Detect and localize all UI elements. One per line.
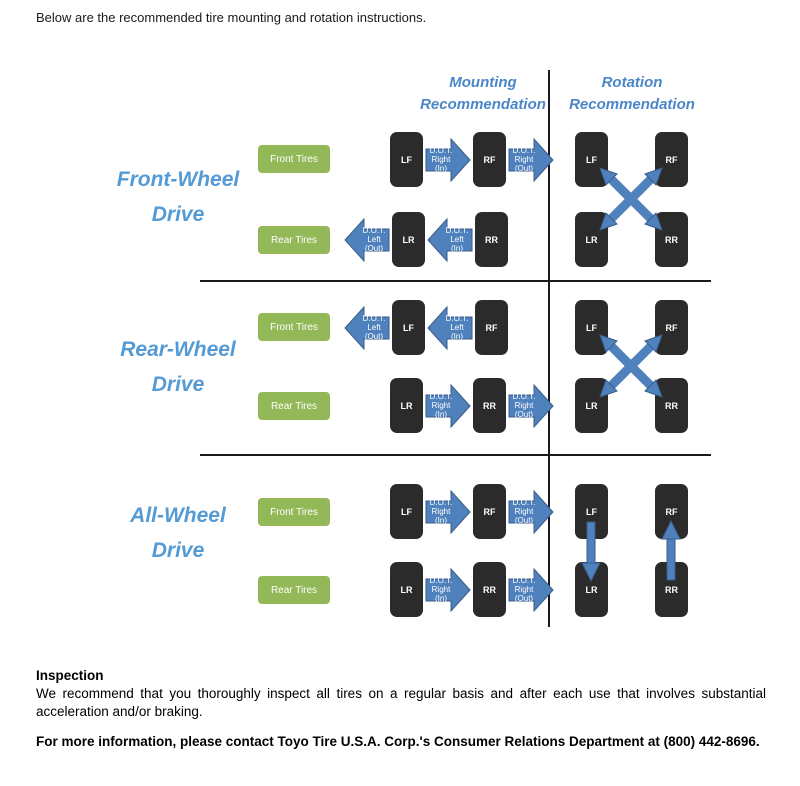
- rear-tires-badge: Rear Tires: [258, 226, 330, 254]
- mounting-header-line2: Recommendation: [420, 96, 546, 113]
- tire-rf: RF: [475, 300, 508, 355]
- section-label-line1: All-Wheel: [130, 504, 226, 527]
- section-label-all-wheel-drive: All-Wheel Drive: [98, 498, 258, 568]
- dot-arrow-left-icon: D.O.T.Left(Out): [344, 217, 390, 262]
- dot-arrow-right-icon: D.O.T.Right(Out): [508, 383, 554, 428]
- section-label-rear-wheel-drive: Rear-Wheel Drive: [98, 332, 258, 402]
- rotation-down-arrow-icon: [581, 521, 601, 582]
- rotation-cross-icon: [599, 334, 663, 398]
- inspection-heading: Inspection: [36, 668, 104, 683]
- dot-arrow-left-icon: D.O.T.Left(Out): [344, 305, 390, 350]
- intro-text: Below are the recommended tire mounting …: [36, 10, 427, 25]
- dot-arrow-label: D.O.T.Right(Out): [512, 498, 536, 525]
- dot-arrow-label: D.O.T.Right(In): [429, 392, 453, 419]
- tire-lf: LF: [392, 300, 425, 355]
- dot-arrow-label: D.O.T.Right(In): [429, 498, 453, 525]
- tire-lr: LR: [575, 378, 608, 433]
- dot-arrow-left-icon: D.O.T.Left(In): [427, 217, 473, 262]
- dot-arrow-label: D.O.T.Right(In): [429, 146, 453, 173]
- mounting-row-rwd-front: D.O.T.Left(Out)LF D.O.T.Left(In)RF: [344, 300, 508, 355]
- tire-lf: LF: [575, 132, 608, 187]
- section-label-line2: Drive: [151, 203, 205, 226]
- dot-arrow-right-icon: D.O.T.Right(In): [425, 383, 471, 428]
- dot-arrow-left-icon: D.O.T.Left(In): [427, 305, 473, 350]
- column-divider: [548, 70, 550, 627]
- tire-lf: LF: [390, 484, 423, 539]
- tire-lr: LR: [392, 212, 425, 267]
- dot-arrow-right-icon: D.O.T.Right(Out): [508, 137, 554, 182]
- section-label-line2: Drive: [151, 539, 205, 562]
- tire-lf: LF: [390, 132, 423, 187]
- rear-tires-badge: Rear Tires: [258, 576, 330, 604]
- tire-rf: RF: [655, 132, 688, 187]
- rear-tires-badge: Rear Tires: [258, 392, 330, 420]
- mounting-header-line1: Mounting: [449, 74, 517, 91]
- rotation-header-line1: Rotation: [601, 74, 663, 91]
- dot-arrow-right-icon: D.O.T.Right(Out): [508, 567, 554, 612]
- tire-lf: LF: [575, 300, 608, 355]
- row-divider-1: [200, 280, 711, 282]
- tire-lr: LR: [390, 378, 423, 433]
- dot-arrow-label: D.O.T.Right(In): [429, 576, 453, 603]
- rotation-up-arrow-icon: [661, 520, 681, 581]
- front-tires-badge: Front Tires: [258, 313, 330, 341]
- mounting-row-fwd-rear: D.O.T.Left(Out)LR D.O.T.Left(In)RR: [344, 212, 508, 267]
- tire-rr: RR: [473, 378, 506, 433]
- rotation-cross-icon: [599, 167, 663, 231]
- rotation-column-header: Rotation Recommendation: [558, 72, 706, 116]
- section-label-front-wheel-drive: Front-Wheel Drive: [98, 162, 258, 232]
- front-tires-badge: Front Tires: [258, 145, 330, 173]
- dot-arrow-label: D.O.T.Left(Out): [362, 226, 386, 253]
- section-label-line1: Front-Wheel: [116, 168, 240, 191]
- tire-rr: RR: [473, 562, 506, 617]
- dot-arrow-label: D.O.T.Left(In): [445, 314, 469, 341]
- tire-rf: RF: [655, 300, 688, 355]
- tire-rr: RR: [655, 378, 688, 433]
- dot-arrow-label: D.O.T.Right(Out): [512, 576, 536, 603]
- dot-arrow-right-icon: D.O.T.Right(In): [425, 137, 471, 182]
- row-divider-2: [200, 454, 711, 456]
- tire-rr: RR: [475, 212, 508, 267]
- contact-text: For more information, please contact Toy…: [36, 734, 760, 749]
- tire-lr: LR: [390, 562, 423, 617]
- dot-arrow-right-icon: D.O.T.Right(Out): [508, 489, 554, 534]
- section-label-line2: Drive: [151, 373, 205, 396]
- dot-arrow-right-icon: D.O.T.Right(In): [425, 567, 471, 612]
- mounting-column-header: Mounting Recommendation: [408, 72, 558, 116]
- section-label-line1: Rear-Wheel: [120, 338, 236, 361]
- tire-rf: RF: [473, 484, 506, 539]
- front-tires-badge: Front Tires: [258, 498, 330, 526]
- dot-arrow-label: D.O.T.Right(Out): [512, 392, 536, 419]
- dot-arrow-right-icon: D.O.T.Right(In): [425, 489, 471, 534]
- rotation-header-line2: Recommendation: [569, 96, 695, 113]
- tire-rf: RF: [473, 132, 506, 187]
- dot-arrow-label: D.O.T.Left(Out): [362, 314, 386, 341]
- tire-lr: LR: [575, 212, 608, 267]
- dot-arrow-label: D.O.T.Left(In): [445, 226, 469, 253]
- inspection-text: We recommend that you thoroughly inspect…: [36, 686, 766, 719]
- tire-rr: RR: [655, 212, 688, 267]
- dot-arrow-label: D.O.T.Right(Out): [512, 146, 536, 173]
